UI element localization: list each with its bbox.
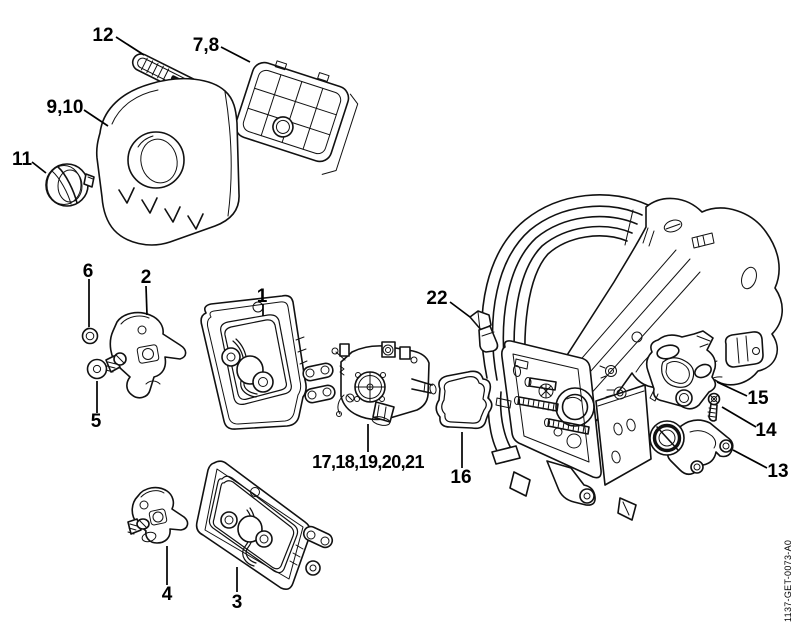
part-3-filter-base bbox=[195, 460, 334, 590]
callout-1: 1 bbox=[257, 286, 268, 307]
part-4-bracket bbox=[127, 486, 189, 544]
part-14-screw bbox=[707, 392, 721, 422]
callout-14: 14 bbox=[755, 420, 777, 441]
callout-3: 3 bbox=[232, 592, 243, 613]
callout-6: 6 bbox=[83, 261, 94, 282]
part-7-8-air-filter bbox=[234, 60, 359, 175]
brand-oval bbox=[663, 219, 683, 233]
part-16-gasket bbox=[435, 370, 493, 430]
part-11-twist-knob bbox=[45, 163, 95, 207]
callout-9-10: 9,10 bbox=[47, 97, 84, 118]
part-5-washer bbox=[86, 358, 108, 380]
callout-13: 13 bbox=[767, 461, 788, 482]
part-15-flange bbox=[645, 330, 717, 410]
callout-12: 12 bbox=[92, 25, 113, 46]
callout-17-21: 17,18,19,20,21 bbox=[312, 452, 424, 472]
part-17-21-carburetor bbox=[331, 341, 437, 426]
callout-16: 16 bbox=[450, 467, 471, 488]
part-13-manifold bbox=[649, 419, 734, 476]
part-2-bracket bbox=[105, 311, 187, 399]
callout-15: 15 bbox=[747, 388, 769, 409]
diagram-code: 1137-GET-0073-A0 bbox=[783, 540, 793, 622]
callout-11: 11 bbox=[12, 149, 33, 170]
part-1-filter-base bbox=[200, 294, 336, 430]
part-9-10-filter-cover bbox=[95, 77, 240, 246]
part-22-plug bbox=[469, 310, 499, 353]
callout-4: 4 bbox=[162, 584, 173, 605]
leader-lines bbox=[31, 36, 768, 592]
callout-5: 5 bbox=[91, 411, 102, 432]
part-6-nut bbox=[81, 327, 99, 345]
callout-7-8: 7,8 bbox=[193, 35, 219, 56]
callout-22: 22 bbox=[426, 288, 447, 309]
callout-2: 2 bbox=[141, 267, 152, 288]
callout-labels: 12 7,8 9,10 11 6 2 1 5 22 17,18,19,20,21… bbox=[12, 25, 789, 613]
chainsaw-body bbox=[481, 194, 783, 521]
